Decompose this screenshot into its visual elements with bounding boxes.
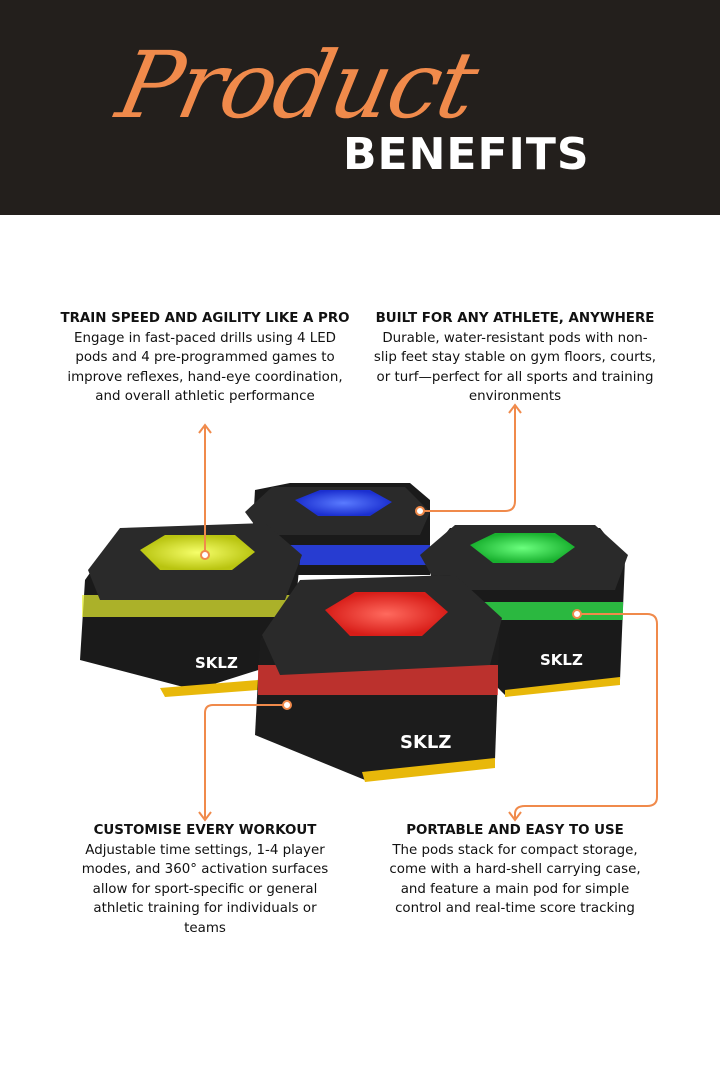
benefit-title: BUILT FOR ANY ATHLETE, ANYWHERE <box>375 311 655 326</box>
benefit-text: The pods stack for compact storage, come… <box>389 842 641 917</box>
page-title: BENEFITS <box>343 129 590 180</box>
benefit-any-athlete: BUILT FOR ANY ATHLETE, ANYWHERE Durable,… <box>365 309 665 407</box>
pod-blue <box>245 483 430 575</box>
benefit-customise: CUSTOMISE EVERY WORKOUT Adjustable time … <box>55 821 355 939</box>
callout-line-2 <box>420 407 516 512</box>
benefit-text: Durable, water-resistant pods with non-s… <box>373 330 657 405</box>
brand-logo: SKLZ <box>540 651 583 669</box>
callout-line-3 <box>204 704 287 818</box>
benefit-title: CUSTOMISE EVERY WORKOUT <box>93 823 317 838</box>
benefit-title: TRAIN SPEED AND AGILITY LIKE A PRO <box>60 311 350 326</box>
benefit-portable: PORTABLE AND EASY TO USE The pods stack … <box>365 821 665 919</box>
benefit-text: Engage in fast-paced drills using 4 LED … <box>67 330 343 405</box>
callout-line-4 <box>514 613 658 818</box>
svg-text:SKLZ: SKLZ <box>195 654 238 672</box>
benefit-speed-agility: TRAIN SPEED AND AGILITY LIKE A PRO Engag… <box>55 309 355 407</box>
svg-text:SKLZ: SKLZ <box>400 732 451 753</box>
pod-yellow: SKLZ <box>80 523 302 697</box>
callout-lines <box>198 403 658 822</box>
benefit-title: PORTABLE AND EASY TO USE <box>406 823 624 838</box>
pod-red: SKLZ <box>255 575 502 782</box>
benefit-text: Adjustable time settings, 1-4 player mod… <box>81 842 329 936</box>
header-banner: Product BENEFITS <box>0 0 720 215</box>
